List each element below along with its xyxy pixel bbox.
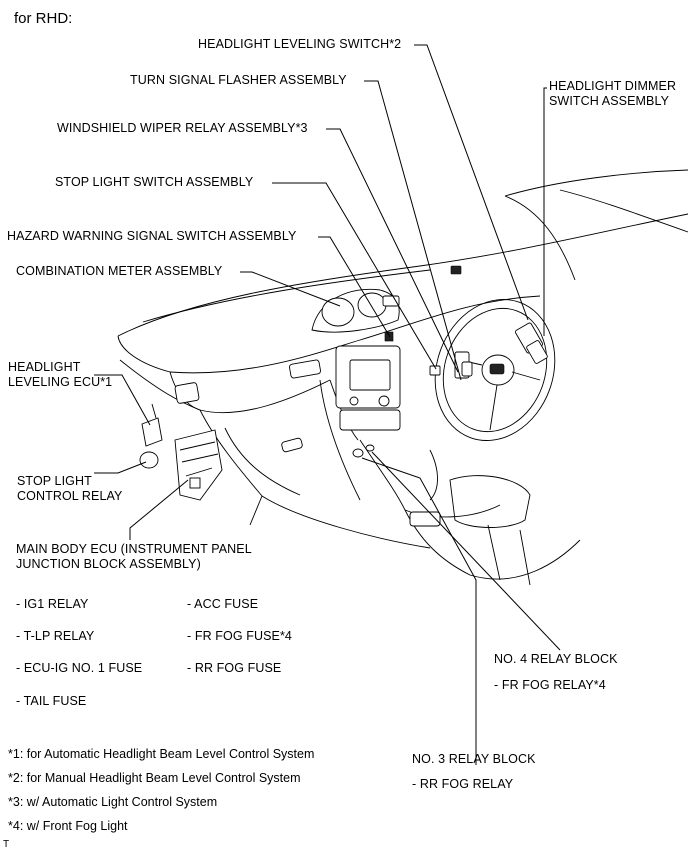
turn-signal-flasher-label: TURN SIGNAL FLASHER ASSEMBLY [130, 73, 347, 87]
stop-light-switch-label: STOP LIGHT SWITCH ASSEMBLY [55, 175, 254, 189]
footnote: *2: for Manual Headlight Beam Level Cont… [8, 771, 301, 785]
ecu-item: - RR FOG FUSE [187, 661, 282, 675]
footnote: *1: for Automatic Headlight Beam Level C… [8, 747, 315, 761]
leader-lines [94, 44, 561, 765]
windshield-wiper-relay-label: WINDSHIELD WIPER RELAY ASSEMBLY*3 [57, 121, 308, 135]
corner-mark: T [3, 839, 10, 850]
ecu-item: - ECU-IG NO. 1 FUSE [16, 661, 143, 675]
ecu-item: - T-LP RELAY [16, 629, 95, 643]
no4-relay-block-label: NO. 4 RELAY BLOCK [494, 652, 618, 666]
combination-meter-label: COMBINATION METER ASSEMBLY [16, 264, 223, 278]
no3-relay-block-item: - RR FOG RELAY [412, 777, 514, 791]
no4-relay-block-item: - FR FOG RELAY*4 [494, 678, 606, 692]
headlight-dimmer-switch-label-line2: SWITCH ASSEMBLY [549, 94, 670, 108]
page-title: for RHD: [14, 10, 73, 27]
hazard-warning-switch-label: HAZARD WARNING SIGNAL SWITCH ASSEMBLY [7, 229, 297, 243]
ecu-item: - IG1 RELAY [16, 597, 89, 611]
stop-light-control-relay-label-line2: CONTROL RELAY [17, 489, 123, 503]
footnote: *4: w/ Front Fog Light [8, 819, 128, 833]
headlight-leveling-switch-label: HEADLIGHT LEVELING SWITCH*2 [198, 37, 402, 51]
headlight-leveling-ecu-label-line2: LEVELING ECU*1 [8, 375, 113, 389]
stop-light-control-relay-label-line1: STOP LIGHT [17, 474, 92, 488]
ecu-item: - ACC FUSE [187, 597, 259, 611]
headlight-leveling-ecu-label-line1: HEADLIGHT [8, 360, 81, 374]
main-body-ecu-label-line1: MAIN BODY ECU (INSTRUMENT PANEL [16, 542, 252, 556]
footnote: *3: w/ Automatic Light Control System [8, 795, 218, 809]
ecu-item: - FR FOG FUSE*4 [187, 629, 292, 643]
main-body-ecu-label-line2: JUNCTION BLOCK ASSEMBLY) [16, 557, 201, 571]
no3-relay-block-label: NO. 3 RELAY BLOCK [412, 752, 536, 766]
ecu-item: - TAIL FUSE [16, 694, 87, 708]
headlight-dimmer-switch-label-line1: HEADLIGHT DIMMER [549, 79, 677, 93]
